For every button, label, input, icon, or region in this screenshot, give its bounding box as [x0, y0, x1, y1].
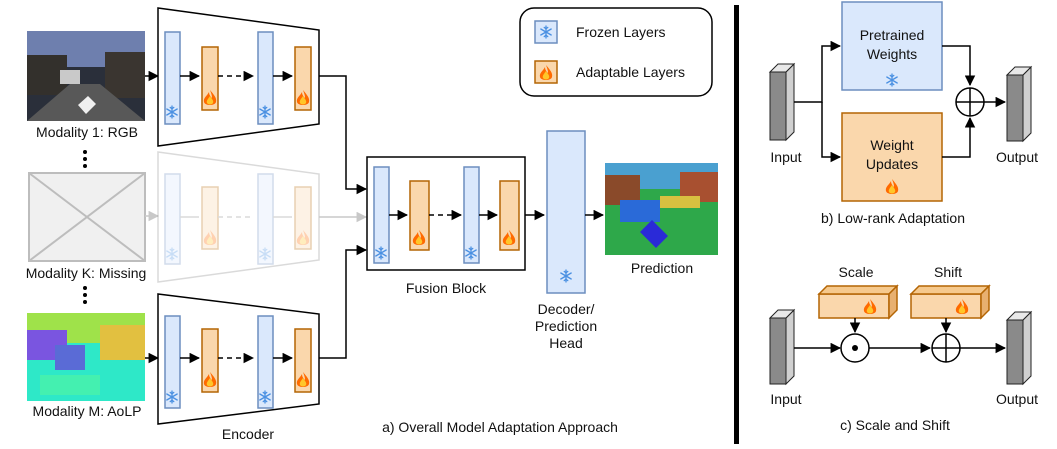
aolp-image — [27, 313, 145, 401]
ellipsis-dots-upper — [83, 150, 87, 168]
decoder-head — [546, 130, 586, 294]
shift-label: Shift — [934, 264, 962, 280]
scale-label: Scale — [838, 264, 873, 280]
add-icon — [931, 333, 961, 363]
weight-updates-box — [841, 112, 943, 202]
caption-c: c) Scale and Shift — [840, 417, 950, 433]
updates-label-line1: Weight — [870, 137, 913, 153]
arrow-enc1-fusion — [319, 75, 368, 195]
scale-box — [817, 284, 899, 320]
arrow-encm-fusion — [319, 244, 368, 359]
decoder-label-line3: Head — [549, 335, 582, 351]
ss-output-label: Output — [996, 391, 1038, 407]
fusion-block-label: Fusion Block — [406, 280, 487, 296]
modality-aolp-label: Modality M: AoLP — [33, 403, 142, 419]
encoder-label: Encoder — [222, 426, 274, 442]
decoder-label-line2: Prediction — [535, 318, 597, 334]
pretrained-label-line1: Pretrained — [860, 27, 925, 43]
legend-frozen-label: Frozen Layers — [576, 24, 665, 40]
legend — [519, 7, 713, 97]
section-divider — [734, 5, 739, 444]
arrow-lora-updates — [821, 102, 842, 163]
encoder-aolp — [157, 293, 320, 425]
lora-input-cube — [768, 62, 796, 142]
prediction-image — [605, 163, 718, 255]
ellipsis-dots-lower — [83, 286, 87, 304]
legend-adaptable-label: Adaptable Layers — [576, 64, 685, 80]
lora-input-label: Input — [770, 149, 801, 165]
fusion-block — [366, 156, 526, 271]
modality-rgb-label: Modality 1: RGB — [36, 124, 138, 140]
lora-output-label: Output — [996, 149, 1038, 165]
missing-image — [28, 172, 146, 262]
prediction-label: Prediction — [631, 260, 693, 276]
ss-input-cube — [768, 308, 796, 386]
ss-input-label: Input — [770, 391, 801, 407]
sum-icon — [955, 87, 985, 117]
ss-output-cube — [1005, 310, 1033, 386]
arrow-updates-sum — [942, 116, 976, 158]
decoder-label-line1: Decoder/ — [538, 301, 595, 317]
encoder-rgb — [157, 7, 320, 147]
pretrained-weights-box — [841, 1, 943, 91]
arrow-lora-pretrained — [794, 40, 842, 103]
updates-label-line2: Updates — [866, 156, 918, 172]
lora-output-cube — [1005, 65, 1033, 143]
arrow-pretrained-sum — [942, 45, 976, 87]
caption-a: a) Overall Model Adaptation Approach — [382, 419, 618, 435]
multiply-icon — [840, 333, 870, 363]
caption-b: b) Low-rank Adaptation — [821, 210, 965, 226]
encoder-missing — [157, 151, 320, 283]
modality-missing-label: Modality K: Missing — [26, 265, 147, 281]
rgb-image — [27, 31, 145, 121]
pretrained-label-line2: Weights — [867, 46, 917, 62]
shift-box — [909, 284, 991, 320]
